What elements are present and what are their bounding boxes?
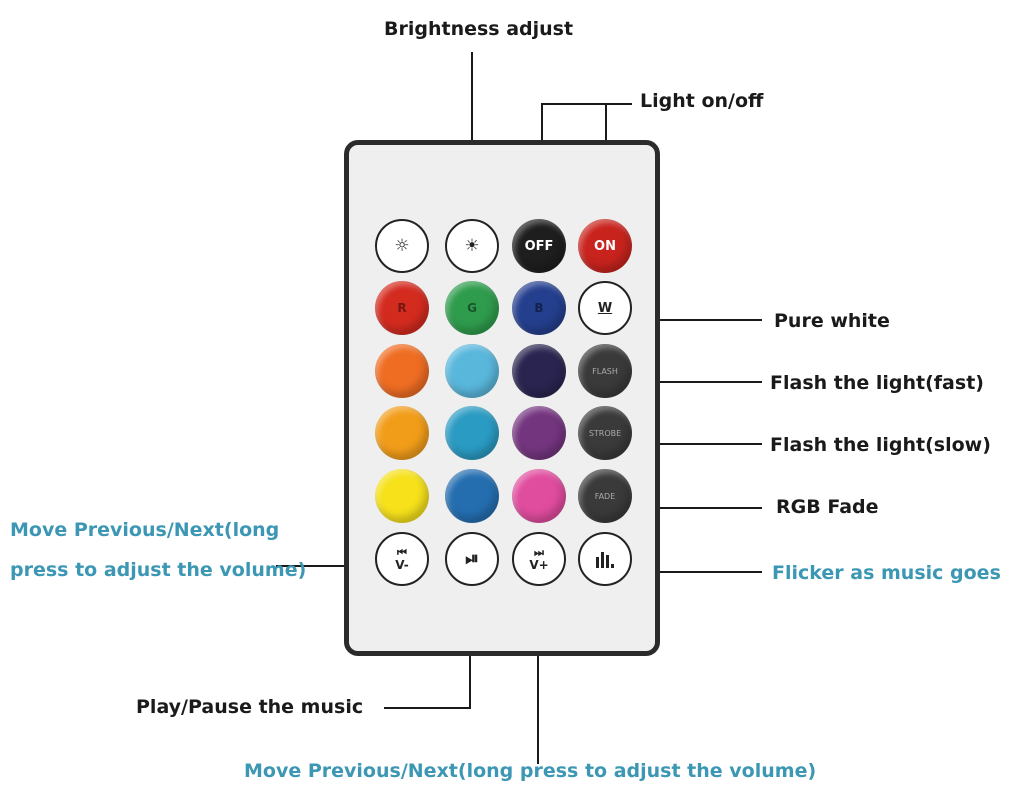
- label-light-on-off: Light on/off: [640, 90, 764, 112]
- previous-button[interactable]: ⏮ V-: [375, 532, 429, 586]
- label-rgb-fade: RGB Fade: [776, 496, 879, 518]
- brightness-up-icon: ☀: [464, 236, 480, 256]
- brightness-up-button[interactable]: ☀: [445, 219, 499, 273]
- flash-button-label: FLASH: [592, 366, 618, 376]
- white-button[interactable]: W: [578, 281, 632, 335]
- equalizer-icon: [596, 552, 614, 568]
- flash-button[interactable]: FLASH: [578, 344, 632, 398]
- color-mid-blue-button[interactable]: [445, 469, 499, 523]
- label-flicker-music: Flicker as music goes: [772, 562, 1001, 584]
- on-button-label: ON: [594, 238, 616, 254]
- color-orange-button[interactable]: [375, 344, 429, 398]
- off-button[interactable]: OFF: [512, 219, 566, 273]
- label-pure-white: Pure white: [774, 310, 890, 332]
- red-button-label: R: [397, 301, 407, 315]
- blue-button[interactable]: B: [512, 281, 566, 335]
- play-pause-icon: ⏯: [465, 549, 479, 569]
- skip-next-icon: ⏭: [534, 545, 544, 559]
- brightness-down-button[interactable]: ☼: [375, 219, 429, 273]
- on-button[interactable]: ON: [578, 219, 632, 273]
- fade-button[interactable]: FADE: [578, 469, 632, 523]
- strobe-button[interactable]: STROBE: [578, 406, 632, 460]
- blue-button-label: B: [534, 301, 544, 315]
- color-purple-button[interactable]: [512, 406, 566, 460]
- label-play-pause: Play/Pause the music: [136, 696, 364, 718]
- color-amber-button[interactable]: [375, 406, 429, 460]
- color-teal-button[interactable]: [445, 406, 499, 460]
- skip-previous-icon: ⏮: [397, 545, 407, 559]
- label-move-prev-next-bottom: Move Previous/Next(long press to adjust …: [244, 760, 817, 782]
- color-dark-purple-button[interactable]: [512, 344, 566, 398]
- label-flash-slow: Flash the light(slow): [770, 434, 991, 456]
- color-pink-button[interactable]: [512, 469, 566, 523]
- green-button[interactable]: G: [445, 281, 499, 335]
- label-move-prev-next-left: Move Previous/Next(long press to adjust …: [10, 519, 307, 581]
- color-light-blue-button[interactable]: [445, 344, 499, 398]
- volume-up-label: V+: [529, 557, 549, 572]
- volume-down-label: V-: [395, 557, 409, 572]
- color-yellow-button[interactable]: [375, 469, 429, 523]
- music-mode-button[interactable]: [578, 532, 632, 586]
- play-pause-button[interactable]: ⏯: [445, 532, 499, 586]
- red-button[interactable]: R: [375, 281, 429, 335]
- fade-button-label: FADE: [594, 491, 616, 501]
- label-brightness-adjust: Brightness adjust: [384, 18, 574, 40]
- white-button-label: W: [597, 300, 613, 316]
- label-flash-fast: Flash the light(fast): [770, 372, 984, 394]
- brightness-down-icon: ☼: [394, 236, 410, 256]
- off-button-label: OFF: [524, 238, 554, 254]
- next-button[interactable]: ⏭ V+: [512, 532, 566, 586]
- green-button-label: G: [467, 301, 477, 315]
- strobe-button-label: STROBE: [588, 428, 622, 438]
